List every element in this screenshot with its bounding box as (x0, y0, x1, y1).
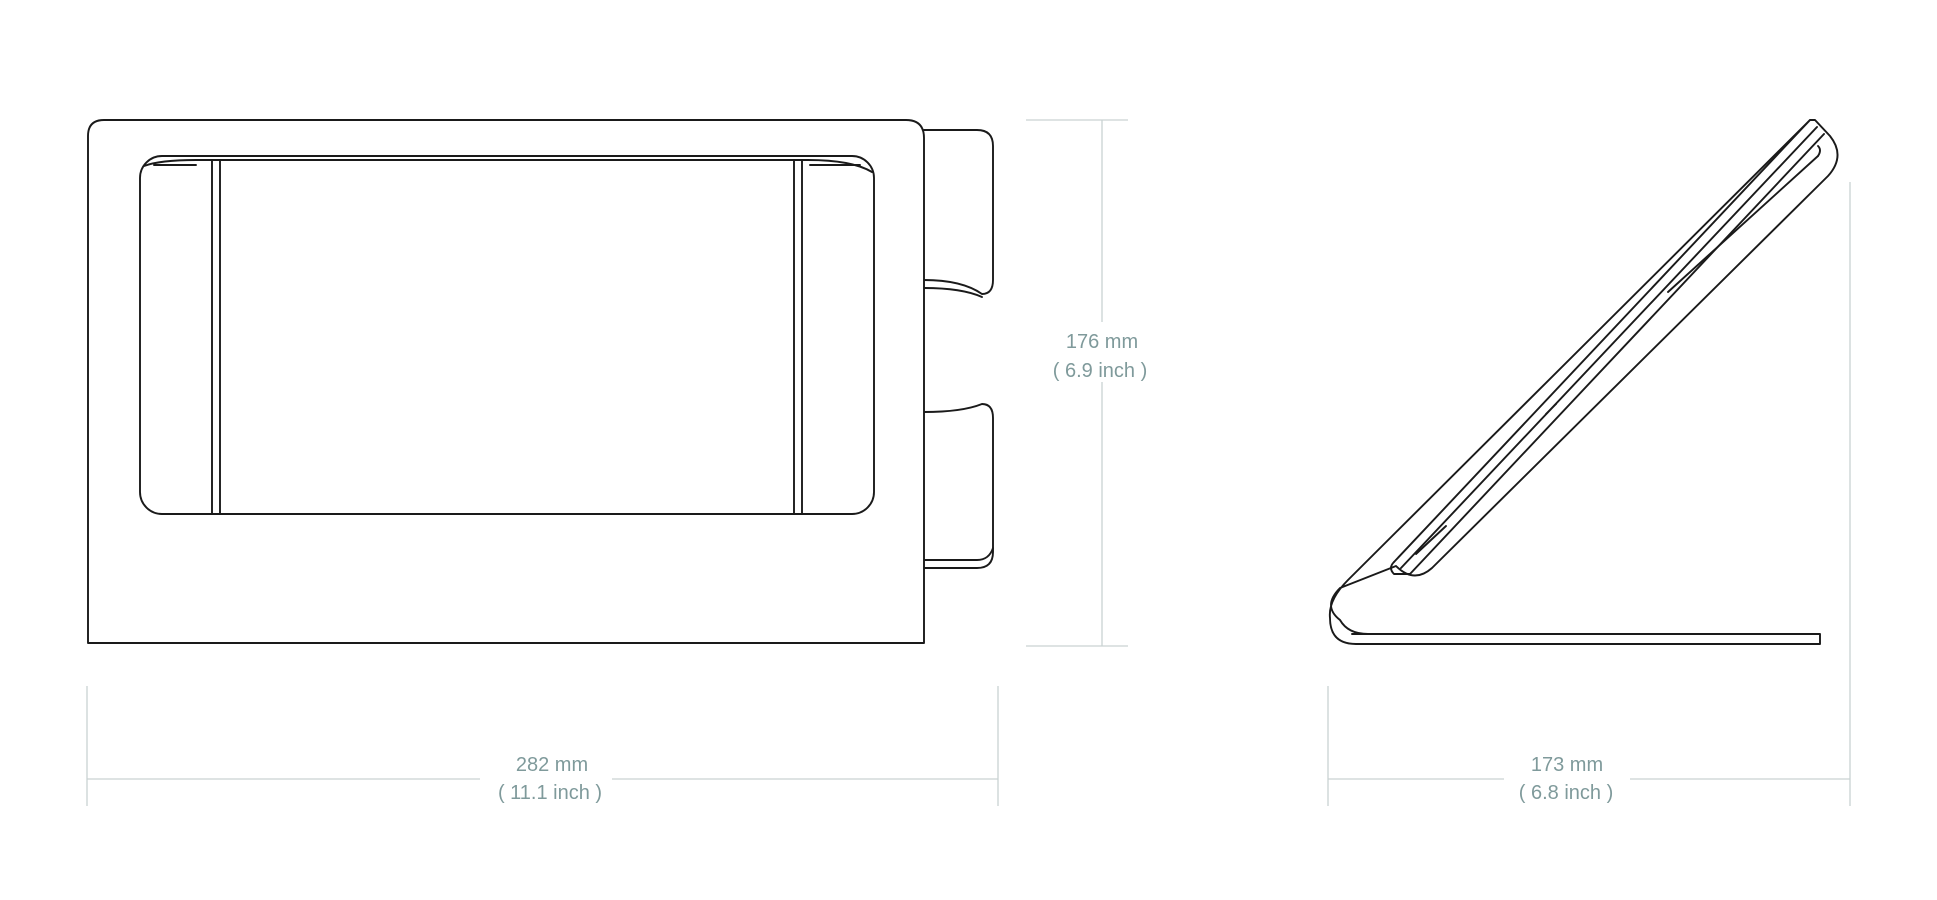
plate-end-cap (1390, 561, 1411, 575)
upper-clip-slot-hook (1817, 145, 1821, 157)
plate-line-1 (1393, 119, 1811, 563)
side-depth-mm: 173 mm (1531, 754, 1603, 776)
side-profile-outer (1328, 119, 1839, 645)
dimension-front-width: 282 mm ( 11.1 inch ) (86, 686, 999, 806)
front-height-mm: 176 mm (1066, 331, 1138, 353)
middle-clip-slot (1545, 403, 1557, 415)
lower-clip-slot (1415, 525, 1447, 555)
dimension-side-depth: 173 mm ( 6.8 inch ) (1327, 182, 1851, 806)
front-height-inch: ( 6.9 inch ) (1053, 360, 1147, 382)
plate-line-2 (1400, 126, 1818, 569)
side-depth-inch: ( 6.8 inch ) (1519, 782, 1613, 804)
upper-clip-slot (1667, 155, 1819, 293)
dimension-front-height: 176 mm ( 6.9 inch ) (1026, 119, 1147, 647)
front-view (87, 119, 994, 644)
plate-line-3 (1409, 133, 1825, 575)
tablet-holder-top-lip (143, 159, 873, 173)
front-width-mm: 282 mm (516, 754, 588, 776)
front-width-inch: ( 11.1 inch ) (498, 782, 602, 804)
upper-back-clip-edge (923, 287, 983, 298)
upper-back-clip (923, 129, 994, 295)
side-view (1328, 119, 1839, 645)
stand-body (87, 119, 925, 644)
tablet-holder-frame (139, 155, 875, 515)
lower-back-clip (923, 403, 994, 569)
lower-back-clip-edge (923, 547, 994, 561)
